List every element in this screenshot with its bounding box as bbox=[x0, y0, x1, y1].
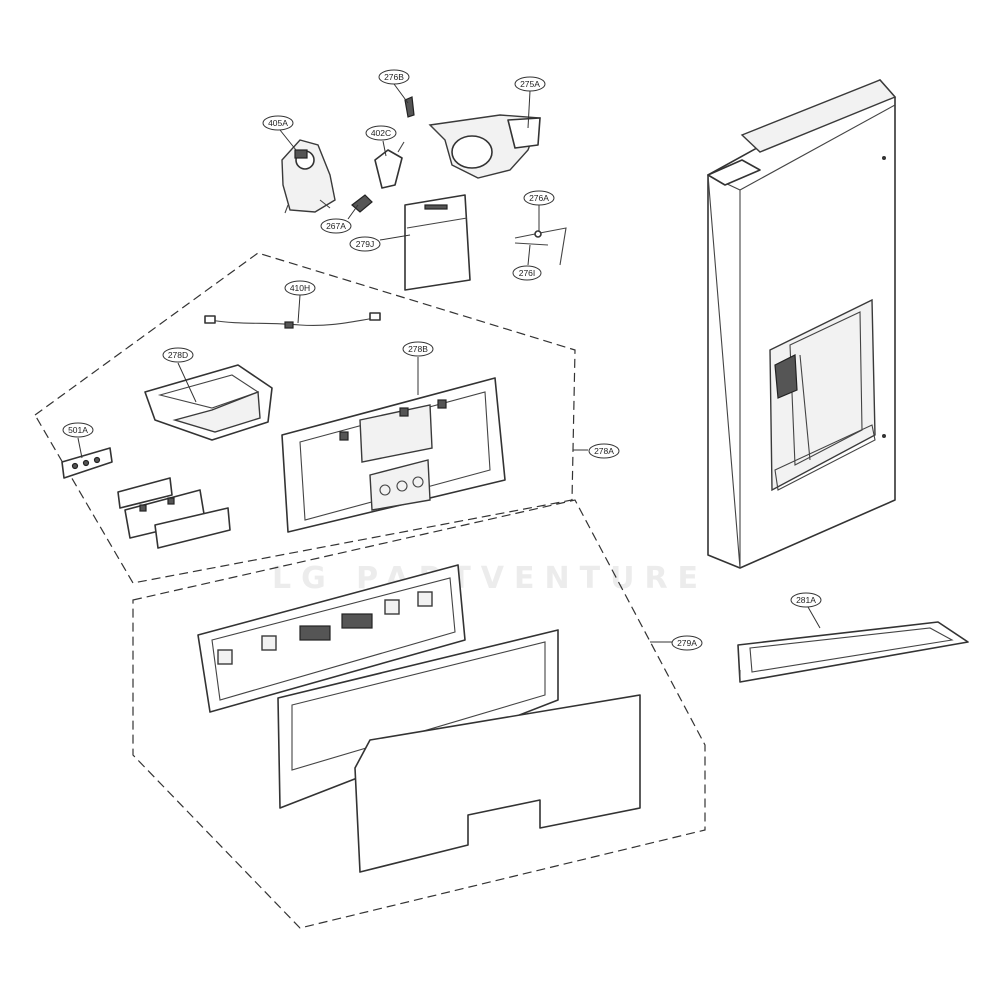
part-278D bbox=[144, 364, 273, 441]
callout-501A: 501A bbox=[62, 422, 94, 438]
callout-278D: 278D bbox=[162, 347, 194, 363]
tray-part-281A bbox=[737, 621, 969, 683]
svg-text:267A: 267A bbox=[326, 221, 346, 231]
svg-text:278A: 278A bbox=[594, 446, 614, 456]
part-405A bbox=[281, 139, 336, 214]
door-part bbox=[707, 79, 897, 569]
callout-275A: 275A bbox=[514, 76, 546, 92]
wire-harness-410H bbox=[204, 312, 381, 329]
svg-text:276I: 276I bbox=[519, 268, 536, 278]
callout-278A: 278A bbox=[588, 443, 620, 459]
part-275A bbox=[428, 114, 541, 179]
svg-text:405A: 405A bbox=[268, 118, 288, 128]
callout-402C: 402C bbox=[365, 125, 397, 141]
callout-278B: 278B bbox=[402, 341, 434, 357]
part-267A bbox=[351, 194, 373, 213]
svg-text:279A: 279A bbox=[677, 638, 697, 648]
callout-276B: 276B bbox=[378, 69, 410, 85]
callout-281A: 281A bbox=[790, 592, 822, 608]
svg-text:276A: 276A bbox=[529, 193, 549, 203]
part-control-board bbox=[117, 477, 231, 549]
svg-text:278B: 278B bbox=[408, 344, 428, 354]
callout-276I: 276I bbox=[512, 265, 542, 281]
callout-267A: 267A bbox=[320, 218, 352, 234]
part-501A bbox=[61, 447, 113, 479]
callout-279J: 279J bbox=[349, 236, 381, 252]
svg-text:276B: 276B bbox=[384, 72, 404, 82]
group-outline-278A bbox=[34, 252, 576, 584]
svg-text:501A: 501A bbox=[68, 425, 88, 435]
group-outline-279A bbox=[132, 499, 706, 929]
svg-text:281A: 281A bbox=[796, 595, 816, 605]
part-402C bbox=[374, 141, 405, 189]
callout-410H: 410H bbox=[284, 280, 316, 296]
part-display-pcb bbox=[197, 564, 466, 713]
leader-lines bbox=[77, 83, 821, 643]
callout-276A: 276A bbox=[523, 190, 555, 206]
svg-text:275A: 275A bbox=[520, 79, 540, 89]
svg-text:410H: 410H bbox=[290, 283, 310, 293]
svg-text:278D: 278D bbox=[168, 350, 188, 360]
part-cover-panel bbox=[354, 694, 641, 873]
watermark-text: LG PARTVENTURE bbox=[272, 561, 708, 596]
part-278B bbox=[281, 377, 506, 533]
part-frame bbox=[277, 629, 559, 809]
callout-405A: 405A bbox=[262, 115, 294, 131]
callout-279A: 279A bbox=[671, 635, 703, 651]
svg-text:279J: 279J bbox=[356, 239, 374, 249]
part-276A-276I bbox=[514, 227, 567, 266]
part-279J bbox=[404, 194, 471, 291]
svg-text:402C: 402C bbox=[371, 128, 391, 138]
